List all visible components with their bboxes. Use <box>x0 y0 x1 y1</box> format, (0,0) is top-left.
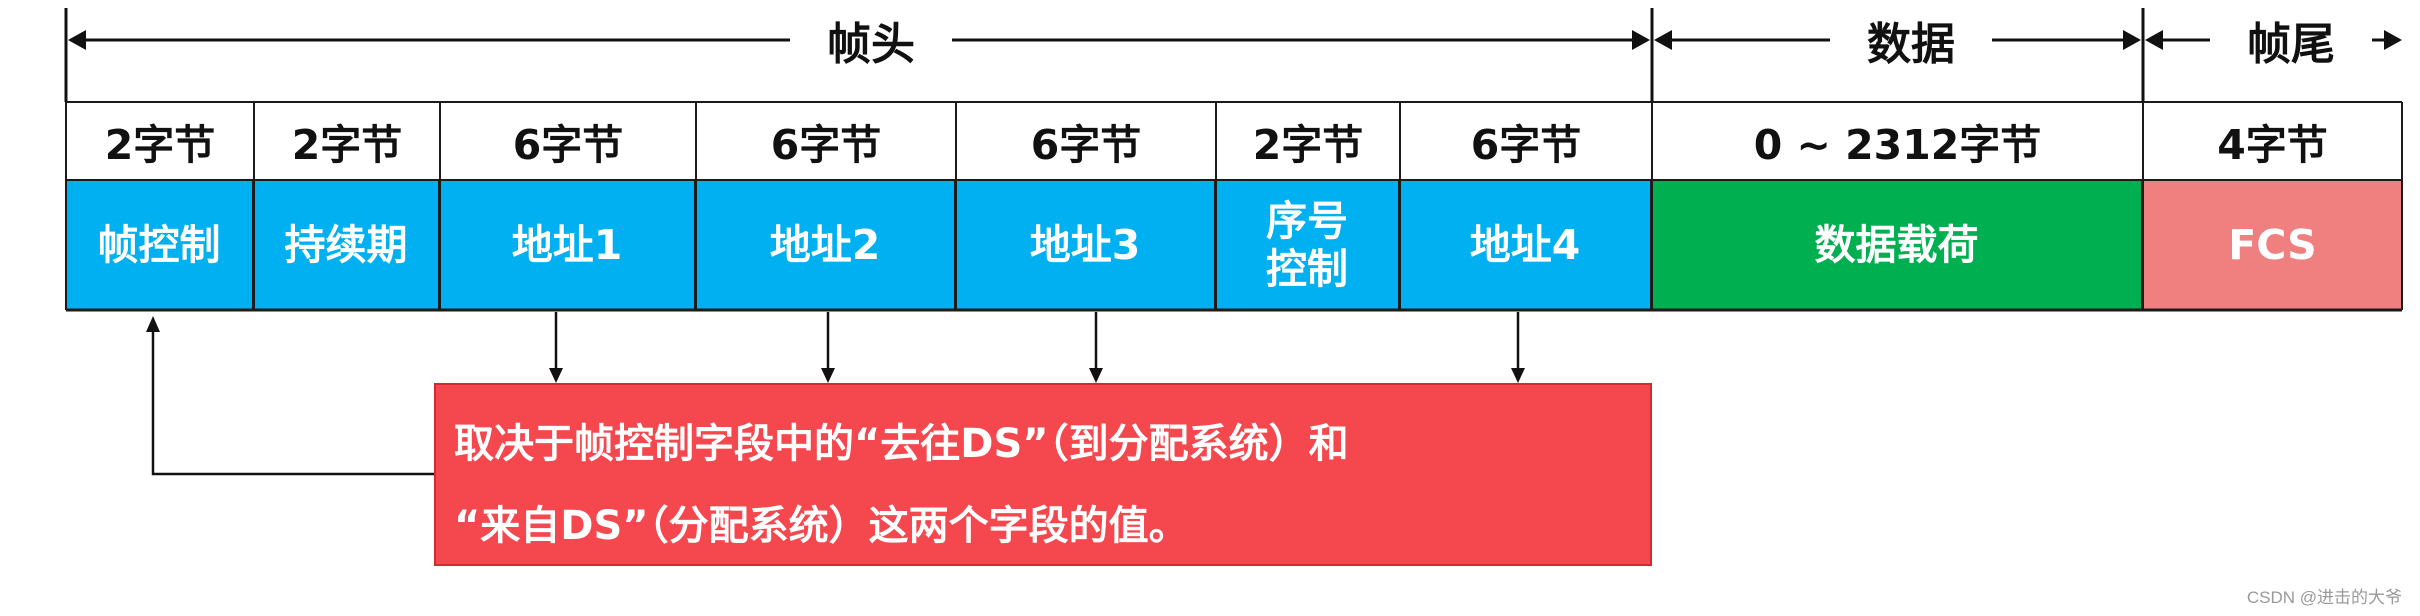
size-cell-fcs: 4字节 <box>2217 121 2328 169</box>
size-cell-frame-control: 2字节 <box>104 121 216 169</box>
note-line-1: 取决于帧控制字段中的“去往DS”（到分配系统）和 <box>454 421 1349 467</box>
header-arrow-left <box>68 30 86 50</box>
size-cell-duration: 2字节 <box>291 121 403 169</box>
connector-frame-control <box>151 330 434 476</box>
span-label-trailer: 帧尾 <box>2210 10 2372 70</box>
span-label-header: 帧头 <box>790 10 952 70</box>
size-cell-address4: 6字节 <box>1470 121 1582 169</box>
field-address2: 地址2 <box>696 180 956 310</box>
field-payload: 数据载荷 <box>1652 180 2143 310</box>
field-sequence-control-line2: 控制 <box>1266 245 1348 293</box>
note-line-2: “来自DS”（分配系统）这两个字段的值。 <box>454 503 1189 549</box>
trailer-arrow-left <box>2145 30 2163 50</box>
data-arrow-left <box>1654 30 1672 50</box>
arrowhead-frame-control <box>146 316 160 332</box>
field-duration: 持续期 <box>254 180 440 310</box>
arrowhead-address4 <box>1511 368 1525 383</box>
arrowhead-address2 <box>821 368 835 383</box>
size-cell-sequence-control: 2字节 <box>1252 121 1364 169</box>
field-sequence-control: 序号 控制 <box>1216 180 1400 310</box>
note-box: 取决于帧控制字段中的“去往DS”（到分配系统）和 “来自DS”（分配系统）这两个… <box>434 383 1652 566</box>
data-arrow-right <box>2123 30 2141 50</box>
field-sequence-control-line1: 序号 <box>1266 196 1348 245</box>
size-cell-address1: 6字节 <box>512 121 624 169</box>
watermark: CSDN @进击的大爷 <box>2246 588 2402 607</box>
trailer-arrow-right <box>2384 30 2402 50</box>
arrowhead-address1 <box>549 368 563 383</box>
size-cell-address2: 6字节 <box>770 121 882 169</box>
size-cell-address3: 6字节 <box>1030 121 1142 169</box>
arrowhead-address3 <box>1089 368 1103 383</box>
span-label-data: 数据 <box>1830 10 1992 70</box>
field-address4: 地址4 <box>1400 180 1652 310</box>
header-arrow-right <box>1632 30 1650 50</box>
field-fcs: FCS <box>2143 180 2402 310</box>
field-address3: 地址3 <box>956 180 1216 310</box>
size-cell-payload: 0 ~ 2312字节 <box>1753 121 2042 169</box>
field-address1: 地址1 <box>440 180 696 310</box>
